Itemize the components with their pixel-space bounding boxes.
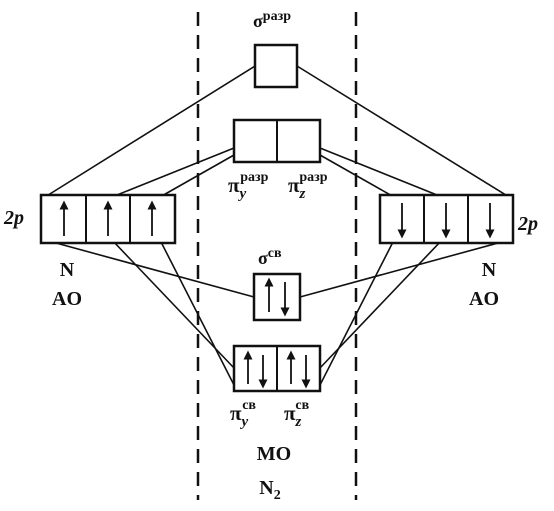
molecule-label: N2 [259,477,280,503]
pi-bonding-boxes [232,344,322,393]
pi-antibonding-boxes [232,118,322,164]
left-ao-label: AO [52,288,82,310]
correlation-lines [44,65,510,386]
pi-y-antibonding-label: πyразр [228,170,269,202]
sigma-bonding-box [252,272,302,322]
right-element-label: N [482,259,497,281]
left-orbital-label: 2p [3,207,24,229]
right-2p-orbitals [378,193,515,245]
sigma-antibonding-label: σразр [253,9,291,31]
pi-z-bonding-label: πzсв [284,398,310,430]
mo-label: MO [257,443,291,465]
left-2p-orbitals [39,193,177,245]
left-element-label: N [60,259,75,281]
sigma-bonding-label: σсв [258,246,282,268]
right-orbital-label: 2p [517,213,538,235]
pi-z-antibonding-label: πzразр [288,170,328,202]
right-ao-label: AO [469,288,499,310]
pi-y-bonding-label: πyсв [230,398,256,430]
sigma-antibonding-box [253,43,299,89]
